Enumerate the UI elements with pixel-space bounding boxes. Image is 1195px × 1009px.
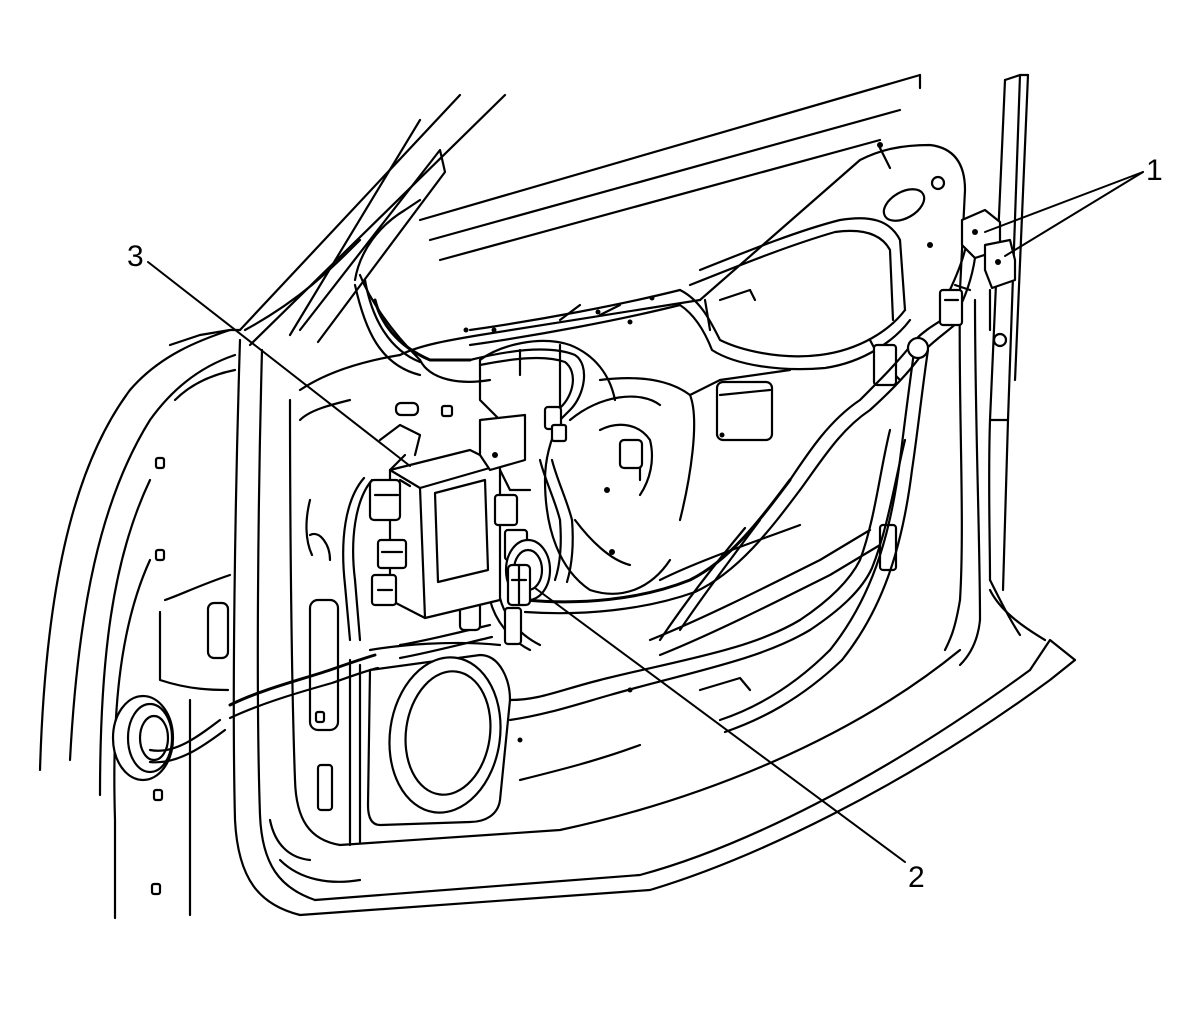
callout-labels: 1 2 3	[127, 154, 1163, 894]
callout-label-2: 2	[908, 861, 925, 894]
upper-channel	[353, 217, 912, 377]
door-outer-panel	[232, 338, 1077, 917]
body-pillar	[38, 328, 242, 920]
window-frame	[238, 73, 922, 383]
callout-leader-1b	[1004, 171, 1144, 257]
right-pillar	[988, 73, 1030, 637]
harness-connector	[504, 538, 552, 607]
callout-leader-3	[147, 261, 411, 467]
callout-leader-1a	[984, 171, 1144, 233]
harness-connectors-right	[938, 208, 1017, 332]
callout-leaders	[147, 171, 1144, 863]
wiring-harness	[228, 298, 962, 734]
harness-grommet	[111, 694, 227, 782]
callout-label-1: 1	[1146, 154, 1163, 187]
inner-door-panel	[288, 142, 1008, 847]
window-regulator	[478, 338, 902, 657]
lower-channel	[508, 428, 907, 782]
callout-leader-2	[534, 587, 906, 863]
callout-label-3: 3	[127, 240, 144, 273]
door-speaker	[348, 641, 633, 847]
door-module	[342, 413, 532, 642]
